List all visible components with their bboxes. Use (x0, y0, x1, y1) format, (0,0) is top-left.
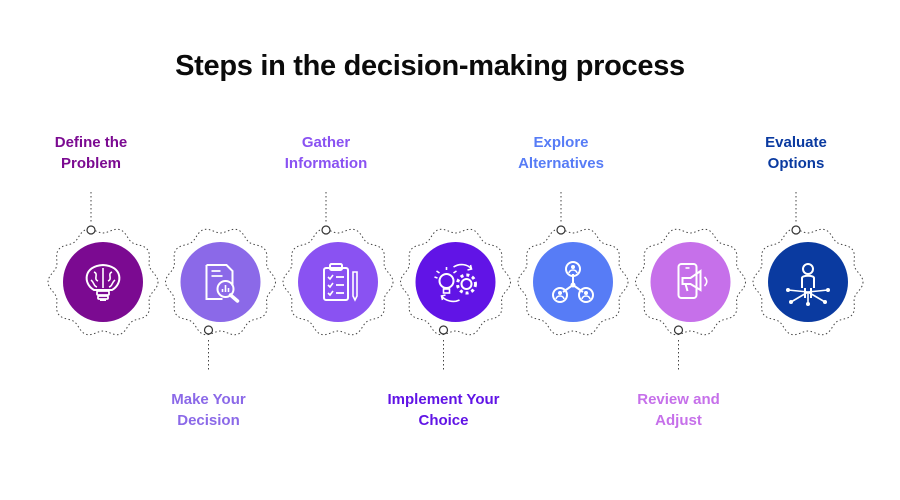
connector-pin (791, 225, 801, 235)
connector-pin (86, 225, 96, 235)
step-label-line-1: Explore (533, 134, 589, 151)
step-circle (768, 242, 848, 322)
connector-pin (556, 225, 566, 235)
connector-pin (203, 325, 214, 335)
step-label-line-1: Make Your (171, 391, 246, 408)
step-label-line-2: Decision (177, 412, 240, 429)
clipboard-checklist-icon (323, 263, 358, 302)
phone-megaphone-icon (677, 263, 708, 299)
step-node (164, 228, 277, 370)
page-title: Steps in the decision-making process (175, 50, 685, 82)
dotted-scalloped-border (634, 228, 747, 336)
step-node (47, 192, 159, 336)
step-label-line-2: Options (767, 155, 825, 172)
step-label-line-2: Alternatives (518, 155, 604, 172)
lightbulb-gear-cycle-icon (434, 263, 477, 303)
step-node (282, 192, 394, 336)
step-node (634, 228, 747, 370)
dotted-scalloped-border (47, 228, 159, 336)
step-circle (415, 242, 496, 322)
dotted-scalloped-border (164, 228, 277, 336)
step-node (517, 192, 629, 336)
step-node (399, 228, 512, 370)
step-circle (650, 242, 731, 322)
connector-pin (673, 325, 684, 335)
step-label-line-1: Implement Your (387, 391, 500, 408)
dotted-scalloped-border (517, 228, 629, 336)
step-label-line-2: Choice (418, 412, 469, 429)
step-label-line-1: Review and (637, 391, 720, 408)
step-label-line-2: Problem (60, 155, 121, 172)
dotted-scalloped-border (752, 228, 864, 336)
step-label-line-1: Define the (54, 134, 128, 151)
person-arrows-icon (786, 263, 830, 306)
step-node (752, 192, 864, 336)
dotted-scalloped-border (399, 228, 512, 336)
network-people-icon (552, 261, 594, 303)
step-circle (298, 242, 378, 322)
step-label-line-2: Information (284, 155, 368, 172)
step-label-line-1: Gather (301, 134, 351, 151)
brain-lightbulb-icon (85, 263, 121, 301)
step-label-line-2: Adjust (655, 412, 702, 429)
connector-pin (438, 325, 449, 335)
dotted-scalloped-border (282, 228, 394, 336)
document-magnifier-chart-icon (205, 264, 240, 303)
step-label-line-1: Evaluate (765, 134, 827, 151)
connector-pin (321, 225, 331, 235)
